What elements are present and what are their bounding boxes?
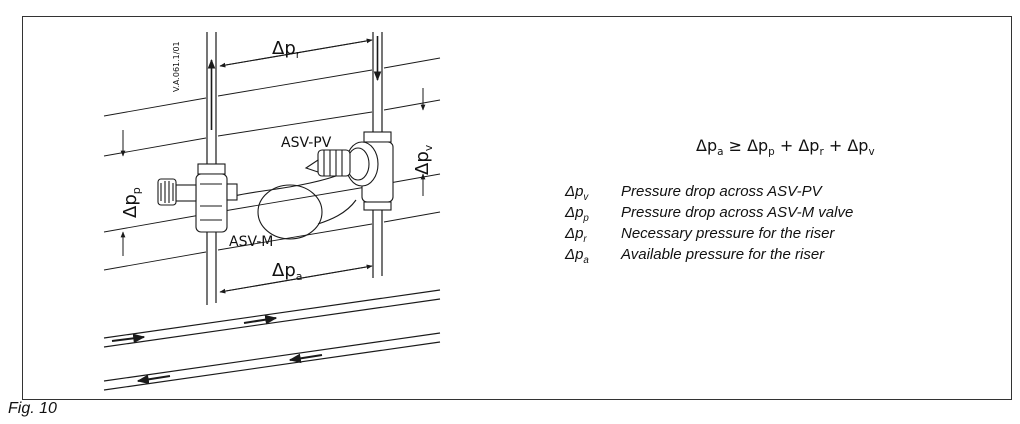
legend-text: Pressure drop across ASV-M valve — [621, 204, 854, 221]
legend-symbol: Δpp — [565, 204, 589, 224]
legend-symbol: Δpr — [565, 225, 587, 245]
legend: Δpv Pressure drop across ASV-PV Δpp Pres… — [565, 183, 853, 267]
legend-text: Necessary pressure for the riser — [621, 225, 835, 242]
pressure-formula: Δpa ≥ Δpp + Δpr + Δpv — [696, 136, 875, 158]
figure-caption: Fig. 10 — [8, 400, 57, 417]
label-dp-r: Δpr — [272, 38, 301, 61]
label-dp-p: Δpp — [120, 187, 143, 218]
legend-text: Available pressure for the riser — [621, 246, 825, 263]
formula-term-2: Δpr — [798, 136, 824, 159]
label-asv-m: ASV-M — [229, 234, 273, 250]
figure-frame — [22, 16, 1012, 400]
legend-item: Δpv Pressure drop across ASV-PV — [565, 183, 853, 204]
formula-ge: ≥ — [723, 136, 748, 155]
formula-lhs: Δpa — [696, 136, 724, 159]
legend-item: Δpr Necessary pressure for the riser — [565, 225, 853, 246]
legend-item: Δpp Pressure drop across ASV-M valve — [565, 204, 853, 225]
asv-pv-valve — [304, 131, 394, 211]
formula-term-3: Δpv — [847, 136, 875, 159]
legend-symbol: Δpa — [565, 246, 589, 266]
asv-m-valve — [157, 163, 238, 233]
formula-plus-2: + — [823, 136, 848, 155]
legend-symbol: Δpv — [565, 183, 589, 203]
label-asv-pv: ASV-PV — [281, 135, 332, 151]
legend-item: Δpa Available pressure for the riser — [565, 246, 853, 267]
diagram-labels: Δpr Δpa Δpp Δpv ASV-PV ASV-M — [120, 38, 435, 283]
flow-arrows — [111, 314, 323, 385]
label-dp-v: Δpv — [412, 144, 435, 175]
label-dp-a: Δpa — [272, 260, 303, 283]
formula-term-1: Δpp — [747, 136, 775, 159]
figure-code: V.A.061.1/01 — [172, 41, 181, 92]
dimension-lines — [120, 38, 426, 294]
formula-plus-1: + — [774, 136, 799, 155]
legend-text: Pressure drop across ASV-PV — [621, 183, 822, 200]
distribution-pipes — [103, 289, 441, 391]
capillary-tube — [233, 175, 357, 240]
